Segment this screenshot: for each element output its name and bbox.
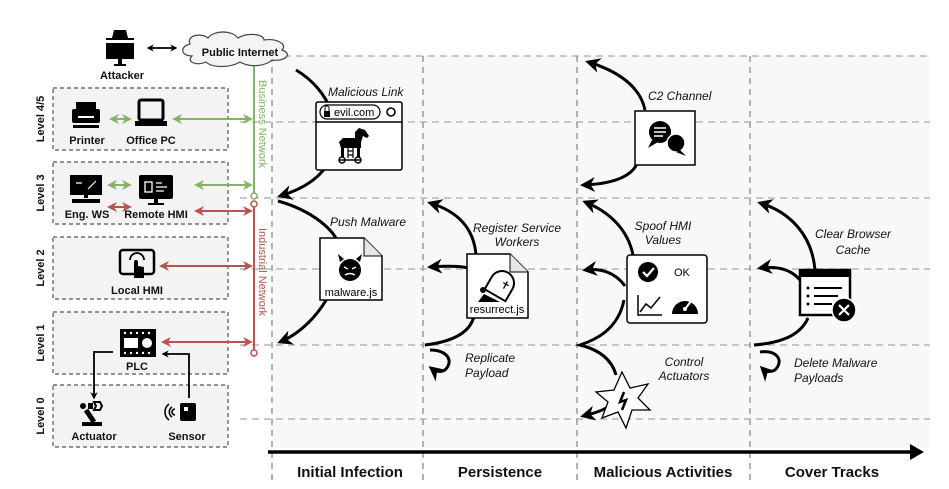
printer-icon	[72, 102, 100, 128]
plc-label: PLC	[126, 361, 148, 373]
business-network-endpoint	[250, 192, 258, 200]
clear-cache-label-2: Cache	[836, 243, 871, 257]
control-actuators-label-2: Actuators	[658, 369, 710, 383]
c2-box	[634, 110, 696, 166]
spoof-hmi-label-2: Values	[645, 233, 681, 247]
attacker-label: Attacker	[100, 70, 145, 82]
industrial-network-endpoint-bottom	[250, 349, 258, 357]
phase-persistence: Persistence	[458, 464, 542, 481]
level-0-label: Level 0	[35, 397, 47, 434]
lock-icon	[324, 111, 330, 117]
c2-channel-label: C2 Channel	[648, 89, 712, 103]
sensor-label: Sensor	[168, 431, 206, 443]
touchscreen-icon	[118, 248, 156, 278]
chat-icon	[648, 121, 686, 156]
trojan-horse-icon	[338, 128, 369, 164]
replicate-label-1: Replicate	[465, 351, 515, 365]
sensor-plc-link	[161, 350, 190, 398]
phase-cover-tracks: Cover Tracks	[785, 464, 879, 481]
explosion-icon	[594, 370, 652, 430]
ok-text: OK	[674, 267, 691, 279]
clear-cache-icon	[798, 268, 857, 323]
resurrect-file-name: resurrect.js	[470, 304, 525, 316]
level-2-label: Level 2	[35, 249, 47, 286]
malware-file-name: malware.js	[325, 287, 378, 299]
printer-label: Printer	[69, 135, 105, 147]
spy-icon	[106, 30, 134, 66]
industrial-network-label: Industrial Network	[256, 228, 268, 317]
line-chart-icon	[637, 295, 662, 316]
control-actuators-label-1: Control	[665, 355, 704, 369]
plc-icon	[120, 329, 156, 357]
timeline-arrowhead	[910, 444, 924, 460]
gauge-icon	[672, 299, 698, 314]
devil-icon	[338, 254, 362, 281]
replicate-label-2: Payload	[465, 366, 509, 380]
eng-ws-label: Eng. WS	[65, 209, 110, 221]
level-1-label: Level 1	[35, 324, 47, 361]
sensor-icon	[164, 403, 196, 421]
level-3-label: Level 3	[35, 174, 47, 211]
actuator-label: Actuator	[71, 431, 117, 443]
phase-initial-infection: Initial Infection	[297, 464, 403, 481]
register-sw-label-1: Register Service	[473, 221, 561, 235]
check-circle-icon	[638, 262, 658, 282]
level-4-5-label: Level 4/5	[35, 96, 47, 142]
register-sw-label-2: Workers	[495, 235, 540, 249]
monitor-icon	[139, 175, 173, 205]
phase-malicious-activities: Malicious Activities	[594, 464, 733, 481]
cover-tracks-arrows	[753, 199, 817, 382]
resurrect-icon	[478, 270, 515, 303]
persistence-arrows	[424, 199, 478, 382]
business-network-label: Business Network	[256, 80, 268, 169]
delete-payloads-label-2: Payloads	[794, 371, 843, 385]
internet-label: Public Internet	[202, 47, 279, 59]
spoof-hmi-label-1: Spoof HMI	[635, 219, 692, 233]
workstation-icon	[70, 175, 102, 203]
refresh-icon	[386, 107, 396, 117]
robot-arm-icon	[80, 401, 104, 426]
remote-hmi-label: Remote HMI	[124, 209, 188, 221]
phase-dividers	[271, 56, 751, 482]
delete-payloads-label-1: Delete Malware	[794, 356, 878, 370]
plc-actuator-link	[90, 351, 113, 400]
cloud-icon	[182, 31, 288, 68]
office-pc-label: Office PC	[126, 135, 176, 147]
industrial-network-endpoint-top	[250, 200, 258, 208]
clear-cache-label-1: Clear Browser	[815, 227, 892, 241]
laptop-icon	[135, 98, 167, 126]
url-text: evil.com	[334, 107, 374, 119]
local-hmi-label: Local HMI	[111, 285, 163, 297]
malicious-link-label: Malicious Link	[328, 85, 404, 99]
push-malware-label: Push Malware	[330, 215, 406, 229]
